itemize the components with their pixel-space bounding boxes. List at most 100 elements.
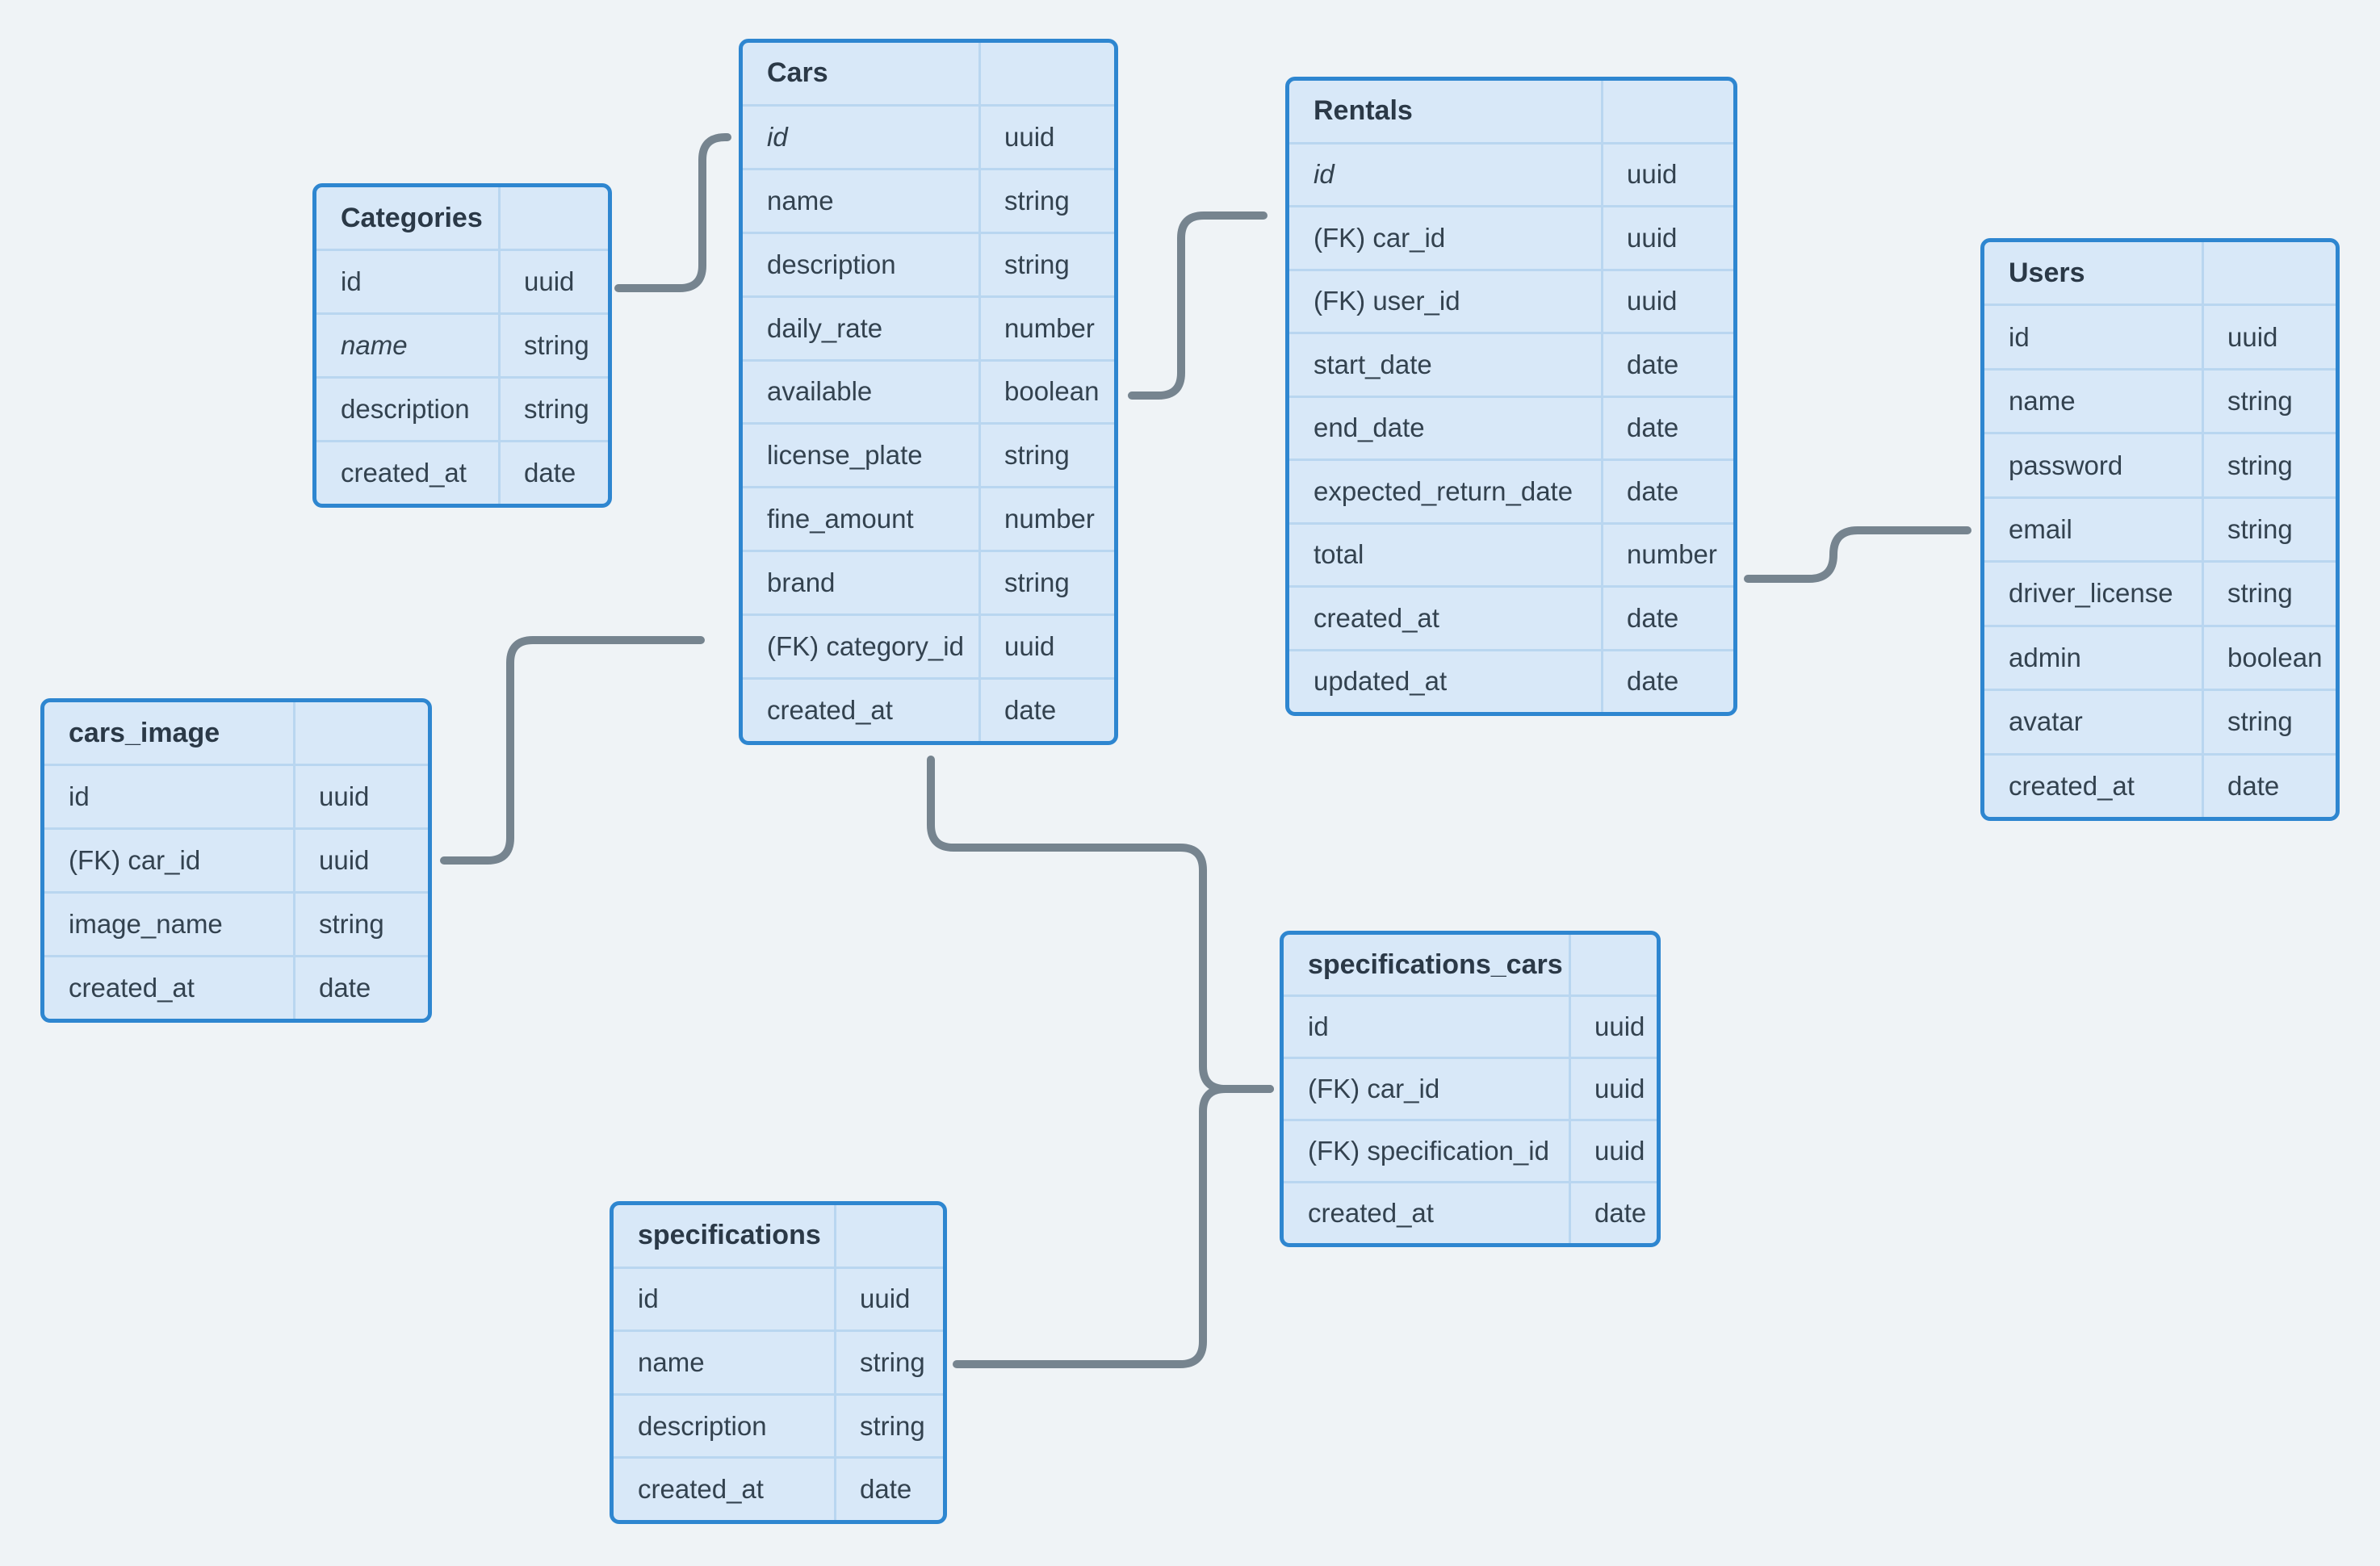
field-type: string [2202, 691, 2336, 753]
field-name: brand [767, 567, 836, 598]
field-type: uuid [978, 106, 1114, 168]
relationship-connector-cars-to-specifications-cars-fk-car-id[interactable] [927, 756, 1274, 1093]
field-name: id [341, 266, 362, 296]
field-type: string [978, 233, 1114, 295]
field-type: boolean [978, 361, 1114, 423]
relationship-connector-specifications-name-to-specifications-cars-fk-car-id[interactable] [953, 1085, 1274, 1368]
field-row-id: id uuid [743, 103, 1114, 168]
field-type: string [834, 1332, 943, 1393]
field-type: date [1601, 334, 1733, 396]
field-row-end-date: end_date date [1289, 395, 1733, 458]
field-type: date [1601, 397, 1733, 458]
table-header-row: Cars [743, 43, 1114, 104]
field-type: number [978, 488, 1114, 551]
field-type: string [2202, 563, 2336, 625]
field-type: uuid [1569, 1059, 1657, 1119]
field-name: id [638, 1283, 659, 1314]
field-name: id [1314, 159, 1335, 190]
field-type: uuid [1569, 997, 1657, 1057]
field-row-avatar: avatar string [1984, 689, 2336, 753]
field-name: daily_rate [767, 312, 883, 343]
field-name: description [767, 249, 896, 279]
field-name: id [2009, 321, 2030, 352]
relationship-connector-categories-id-to-cars-id[interactable] [614, 133, 731, 292]
field-name: image_name [69, 909, 223, 939]
field-name: admin [2009, 642, 2081, 672]
table-header-type-cell [834, 1205, 943, 1267]
field-name: created_at [69, 973, 195, 1003]
field-row-description: description string [743, 231, 1114, 295]
table-title: Cars [767, 57, 828, 89]
table-header-row: specifications [614, 1205, 943, 1267]
relationship-connector-cars-image-fk-car-id-to-cars-fk-category-id[interactable] [440, 636, 705, 865]
field-name: name [638, 1346, 705, 1377]
table-header-row: Rentals [1289, 81, 1733, 142]
field-type: uuid [2202, 306, 2336, 368]
field-row-driver-license: driver_license string [1984, 560, 2336, 625]
field-name: id [69, 781, 90, 811]
field-type: boolean [2202, 626, 2336, 689]
field-name: (FK) car_id [1314, 222, 1446, 253]
field-name: avatar [2009, 706, 2083, 737]
field-type: date [293, 957, 428, 1019]
table-title: cars_image [69, 717, 220, 748]
field-name: created_at [767, 695, 893, 726]
field-name: password [2009, 450, 2123, 480]
field-type: uuid [1569, 1121, 1657, 1181]
relationship-connector-cars-available-to-rentals-fk-car-id[interactable] [1128, 211, 1268, 400]
field-name: total [1314, 539, 1364, 570]
field-name: driver_license [2009, 578, 2173, 609]
field-type: uuid [1601, 270, 1733, 332]
field-type: date [834, 1459, 943, 1520]
field-type: uuid [1601, 207, 1733, 269]
table-header-type-cell [498, 187, 608, 249]
field-name: email [2009, 513, 2072, 544]
field-type: string [293, 894, 428, 955]
field-type: uuid [498, 251, 608, 312]
field-name: name [767, 185, 834, 216]
field-type: string [498, 315, 608, 376]
field-name: (FK) category_id [767, 631, 964, 662]
field-type: date [1569, 1183, 1657, 1243]
relationship-connector-rentals-total-to-users-email[interactable] [1744, 526, 1971, 583]
field-name: end_date [1314, 412, 1425, 443]
field-name: id [767, 121, 788, 152]
field-name: id [1308, 1011, 1329, 1041]
field-name: created_at [1314, 602, 1439, 633]
field-name: start_date [1314, 349, 1432, 379]
field-type: uuid [978, 616, 1114, 678]
field-row-fine-amount: fine_amount number [743, 486, 1114, 551]
field-name: fine_amount [767, 504, 914, 534]
field-row-start-date: start_date date [1289, 332, 1733, 396]
field-row-name: name string [614, 1329, 943, 1393]
field-row-image-name: image_name string [44, 891, 428, 955]
field-type: date [498, 442, 608, 504]
field-name: created_at [341, 458, 467, 488]
field-name: (FK) car_id [69, 845, 201, 875]
field-type: string [2202, 434, 2336, 496]
